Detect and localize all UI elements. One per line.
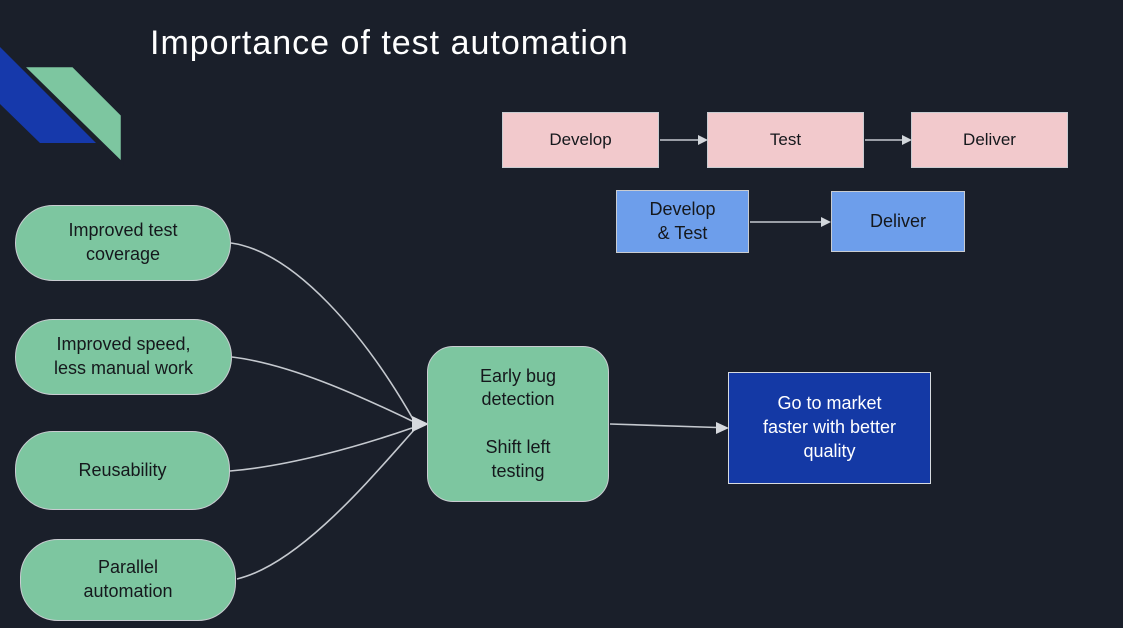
logo-green-ribbon-icon [19,64,124,166]
connector-curve-speed [231,356,413,422]
flow-step-test-label: Test [769,129,802,149]
outcome-line1: Go to market [777,393,882,414]
flow-step-deliver-label: Deliver [963,129,1016,149]
center-node-early-bug-detection: Early bug detection Shift left testing [427,346,609,502]
benefit-reusability-label: Reusability [78,459,167,480]
flow-step-test: Test [707,112,864,168]
connector-curve-parallel [236,429,415,580]
center-node-p1-line2: detection [481,389,555,410]
center-node-p2-line1: Shift left [485,437,551,457]
outcome-box-go-to-market: Go to market faster with better quality [728,372,931,484]
center-node-p1-line1: Early bug [479,365,557,386]
logo-blue-ribbon-icon [0,47,96,143]
benefit-speed-line2: less manual work [53,358,194,378]
flow-step-develop-and-test-line2: & Test [657,222,708,243]
flow-step-develop: Develop [502,112,659,168]
flow-step-develop-and-test-line1: Develop [649,198,716,219]
arrow-center-to-outcome [609,423,718,429]
center-node-paragraph-1: Early bug detection [480,365,556,413]
benefit-test-coverage-line2: coverage [85,244,161,264]
center-node-p2-line2: testing [491,460,545,481]
benefit-pill-speed: Improved speed, less manual work [15,319,232,395]
flow-step-deliver-automated: Deliver [831,191,965,252]
benefit-pill-parallel-automation: Parallel automation [20,539,236,621]
flow-step-develop-label: Develop [549,129,612,149]
flow-step-deliver: Deliver [911,112,1068,168]
flow-step-deliver-automated-label: Deliver [869,210,926,231]
flow-step-develop-and-test: Develop & Test [616,190,749,253]
benefit-test-coverage-line1: Improved test [68,220,178,241]
benefit-speed-line1: Improved speed, [56,334,191,355]
slide-title: Importance of test automation [150,24,629,62]
arrowhead-developtest-to-deliver-icon [821,217,831,227]
outcome-line3: quality [803,440,856,461]
benefit-pill-reusability: Reusability [15,431,230,510]
benefit-pill-test-coverage: Improved test coverage [15,205,231,281]
connector-curve-coverage [230,242,414,420]
center-node-paragraph-2: Shift left testing [485,436,550,484]
outcome-line2: faster with better [762,417,897,438]
benefit-parallel-line2: automation [83,581,173,601]
benefit-parallel-line1: Parallel [97,557,159,578]
connector-curve-reusability [229,427,413,472]
